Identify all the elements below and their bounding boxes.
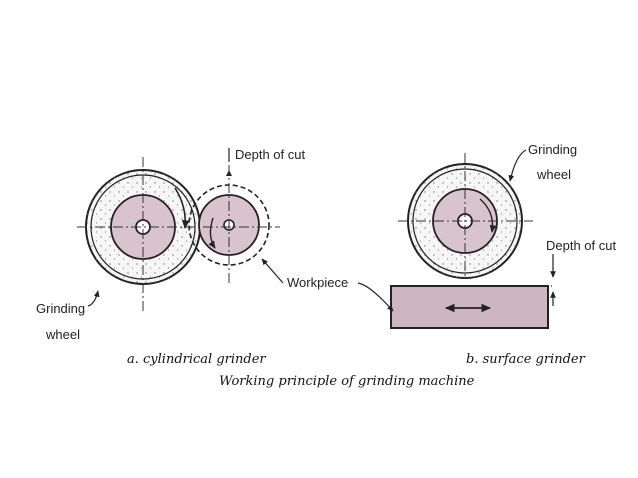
left-centre-lines xyxy=(77,157,280,312)
right-centre-lines xyxy=(398,153,533,278)
right-grinding-wheel-label-line1: Grinding xyxy=(528,142,578,157)
left-depth-of-cut-label: Depth of cut xyxy=(235,147,306,162)
right-grinding-wheel-leader xyxy=(508,149,527,182)
workpiece-label: Workpiece xyxy=(287,275,349,290)
left-grinding-wheel-leader xyxy=(87,290,100,307)
wheel-rotation-arrow xyxy=(174,187,190,229)
workpiece-leader-line xyxy=(261,258,284,284)
figure-title: Working principle of grinding machine xyxy=(219,374,475,389)
caption-cylindrical-grinder: a. cylindrical grinder xyxy=(127,352,266,367)
surface-workpiece-leader xyxy=(357,282,394,312)
left-depth-of-cut-arrow xyxy=(226,170,232,176)
right-grinding-wheel-label-line2: wheel xyxy=(537,167,571,182)
caption-surface-grinder: b. surface grinder xyxy=(466,352,585,367)
left-grinding-wheel-label-line1: Grinding xyxy=(36,301,86,316)
surface-workpiece-block xyxy=(390,285,549,329)
workpiece-rotation-arrow xyxy=(208,217,216,249)
cylindrical-grinder-panel xyxy=(77,148,284,312)
right-wheel-rotation-arrow xyxy=(479,198,497,233)
left-grinding-wheel-label-line2: wheel xyxy=(46,327,80,342)
surface-grinder-panel xyxy=(357,149,556,329)
right-depth-of-cut-label: Depth of cut xyxy=(546,238,617,253)
